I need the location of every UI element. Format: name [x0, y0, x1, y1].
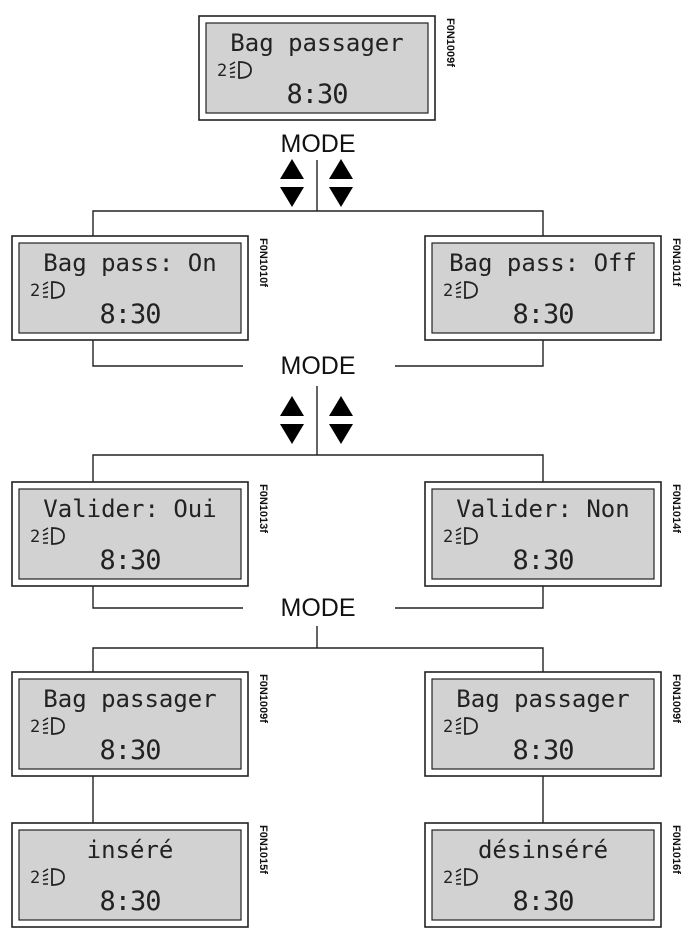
figure-code: F0N1014f: [670, 484, 681, 533]
mode-label-2: MODE: [281, 352, 356, 380]
figure-code: F0N1011f: [670, 238, 681, 287]
screen-digit: 2: [443, 527, 453, 547]
screen-time: 8:30: [286, 79, 347, 110]
connectors: [92, 160, 544, 823]
mode-label-3: MODE: [281, 594, 356, 622]
figure-code: F0N1010f: [257, 238, 269, 287]
screen-time: 8:30: [99, 735, 160, 766]
lcd-screen: Valider: Non 2 8:30 F0N1014f: [424, 481, 681, 587]
lcd-screen: Bag pass: On 2 8:30 F0N1010f: [11, 235, 269, 341]
screen-time: 8:30: [99, 886, 160, 917]
screen-digit: 2: [30, 717, 40, 737]
screen-digit: 2: [443, 868, 453, 888]
lcd-screen: Valider: Oui 2 8:30 F0N1013f: [11, 481, 269, 587]
screen-time: 8:30: [512, 299, 573, 330]
figure-code: F0N1009f: [670, 674, 681, 723]
screen-digit: 2: [443, 717, 453, 737]
screen-time: 8:30: [512, 545, 573, 576]
lcd-screen: Bag passager 2 8:30 F0N1009f: [424, 671, 681, 777]
screen-text: Valider: Non: [456, 495, 629, 523]
screen-time: 8:30: [99, 299, 160, 330]
mode-label-1: MODE: [281, 130, 356, 158]
screen-digit: 2: [30, 868, 40, 888]
figure-code: F0N1015f: [257, 825, 269, 874]
figure-code: F0N1016f: [670, 825, 681, 874]
lcd-screen: Bag pass: Off 2 8:30 F0N1011f: [424, 235, 681, 341]
lcd-screen: désinséré 2 8:30 F0N1016f: [424, 822, 681, 928]
screen-time: 8:30: [512, 886, 573, 917]
screen-text: Bag passager: [43, 685, 216, 713]
screen-digit: 2: [30, 527, 40, 547]
lcd-screen: inséré 2 8:30 F0N1015f: [11, 822, 269, 928]
screen-text: inséré: [87, 836, 174, 864]
screen-time: 8:30: [99, 545, 160, 576]
figure-code: F0N1009f: [444, 18, 456, 67]
screen-digit: 2: [217, 61, 227, 81]
figure-code: F0N1009f: [257, 674, 269, 723]
screen-text: Bag passager: [456, 685, 629, 713]
screen-text: Bag pass: On: [43, 249, 216, 277]
screen-text: désinséré: [478, 836, 608, 864]
screen-text: Bag passager: [230, 29, 403, 57]
lcd-screen: Bag passager 2 8:30 F0N1009f: [198, 15, 456, 121]
screen-digit: 2: [443, 281, 453, 301]
figure-code: F0N1013f: [257, 484, 269, 533]
screen-time: 8:30: [512, 735, 573, 766]
screen-text: Valider: Oui: [43, 495, 216, 523]
screen-digit: 2: [30, 281, 40, 301]
screen-text: Bag pass: Off: [449, 249, 637, 277]
lcd-screen: Bag passager 2 8:30 F0N1009f: [11, 671, 269, 777]
